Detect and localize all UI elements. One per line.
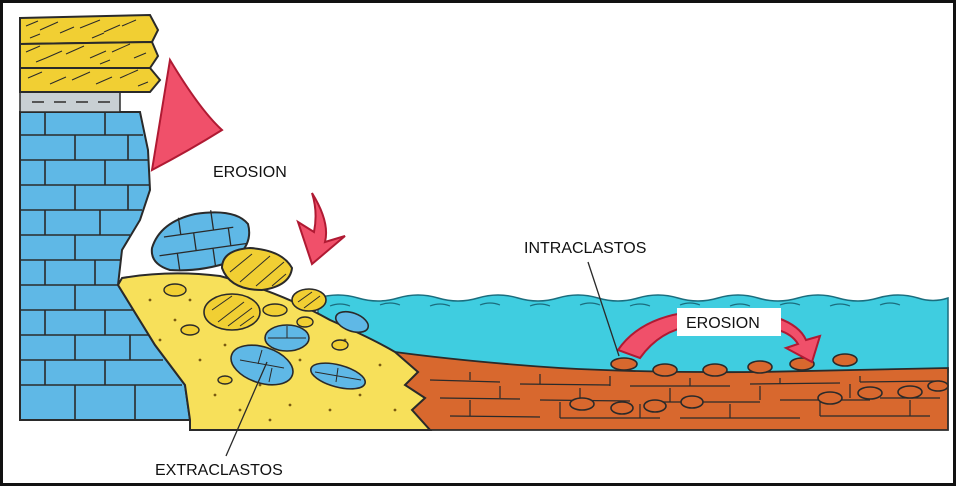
- sandstone-layers: [20, 15, 160, 92]
- sandstone-clast: [204, 294, 260, 330]
- erosion-label-seabed: EROSION: [686, 315, 760, 332]
- intraclastos-label: INTRACLASTOS: [524, 240, 646, 257]
- erosion-label-cliff: EROSION: [213, 164, 287, 181]
- small-sandstone-pebble: [292, 289, 326, 311]
- shale-band: [20, 92, 120, 112]
- extraclastos-label: EXTRACLASTOS: [155, 462, 283, 479]
